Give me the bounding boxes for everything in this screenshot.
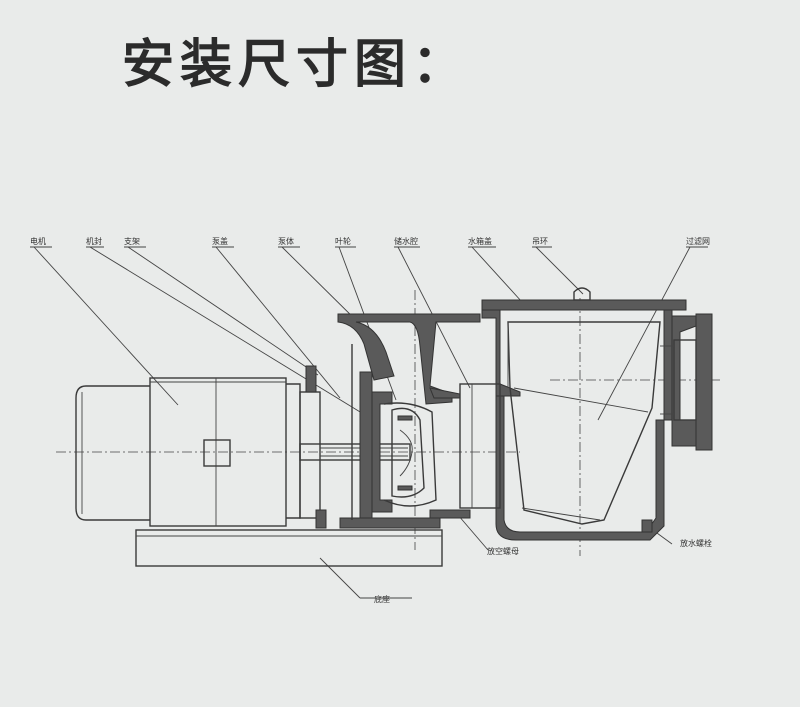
label-drain-plug: 放水螺栓 <box>680 538 712 548</box>
impeller <box>391 407 425 498</box>
label-volute: 储水腔 <box>394 236 418 246</box>
label-seal: 机封 <box>86 236 102 246</box>
label-motor: 电机 <box>30 236 46 246</box>
strainer-housing <box>459 287 713 541</box>
label-strainer-cover: 水箱盖 <box>468 236 492 246</box>
label-bracket: 支架 <box>124 236 140 246</box>
page-title: 安装尺寸图： <box>122 34 471 95</box>
pump-body <box>337 313 481 529</box>
motor <box>75 365 327 529</box>
label-drain-pipe: 放空螺母 <box>487 546 519 556</box>
label-pump-body: 泵体 <box>278 236 294 246</box>
label-lifting-ring: 吊环 <box>532 237 548 246</box>
label-impeller: 叶轮 <box>335 236 351 246</box>
filter-basket <box>507 321 661 525</box>
label-base: 底座 <box>374 594 390 604</box>
center-lines <box>56 290 720 556</box>
base <box>135 529 443 567</box>
label-filter: 过滤网 <box>686 236 710 246</box>
label-pump-cover: 泵盖 <box>212 236 228 246</box>
